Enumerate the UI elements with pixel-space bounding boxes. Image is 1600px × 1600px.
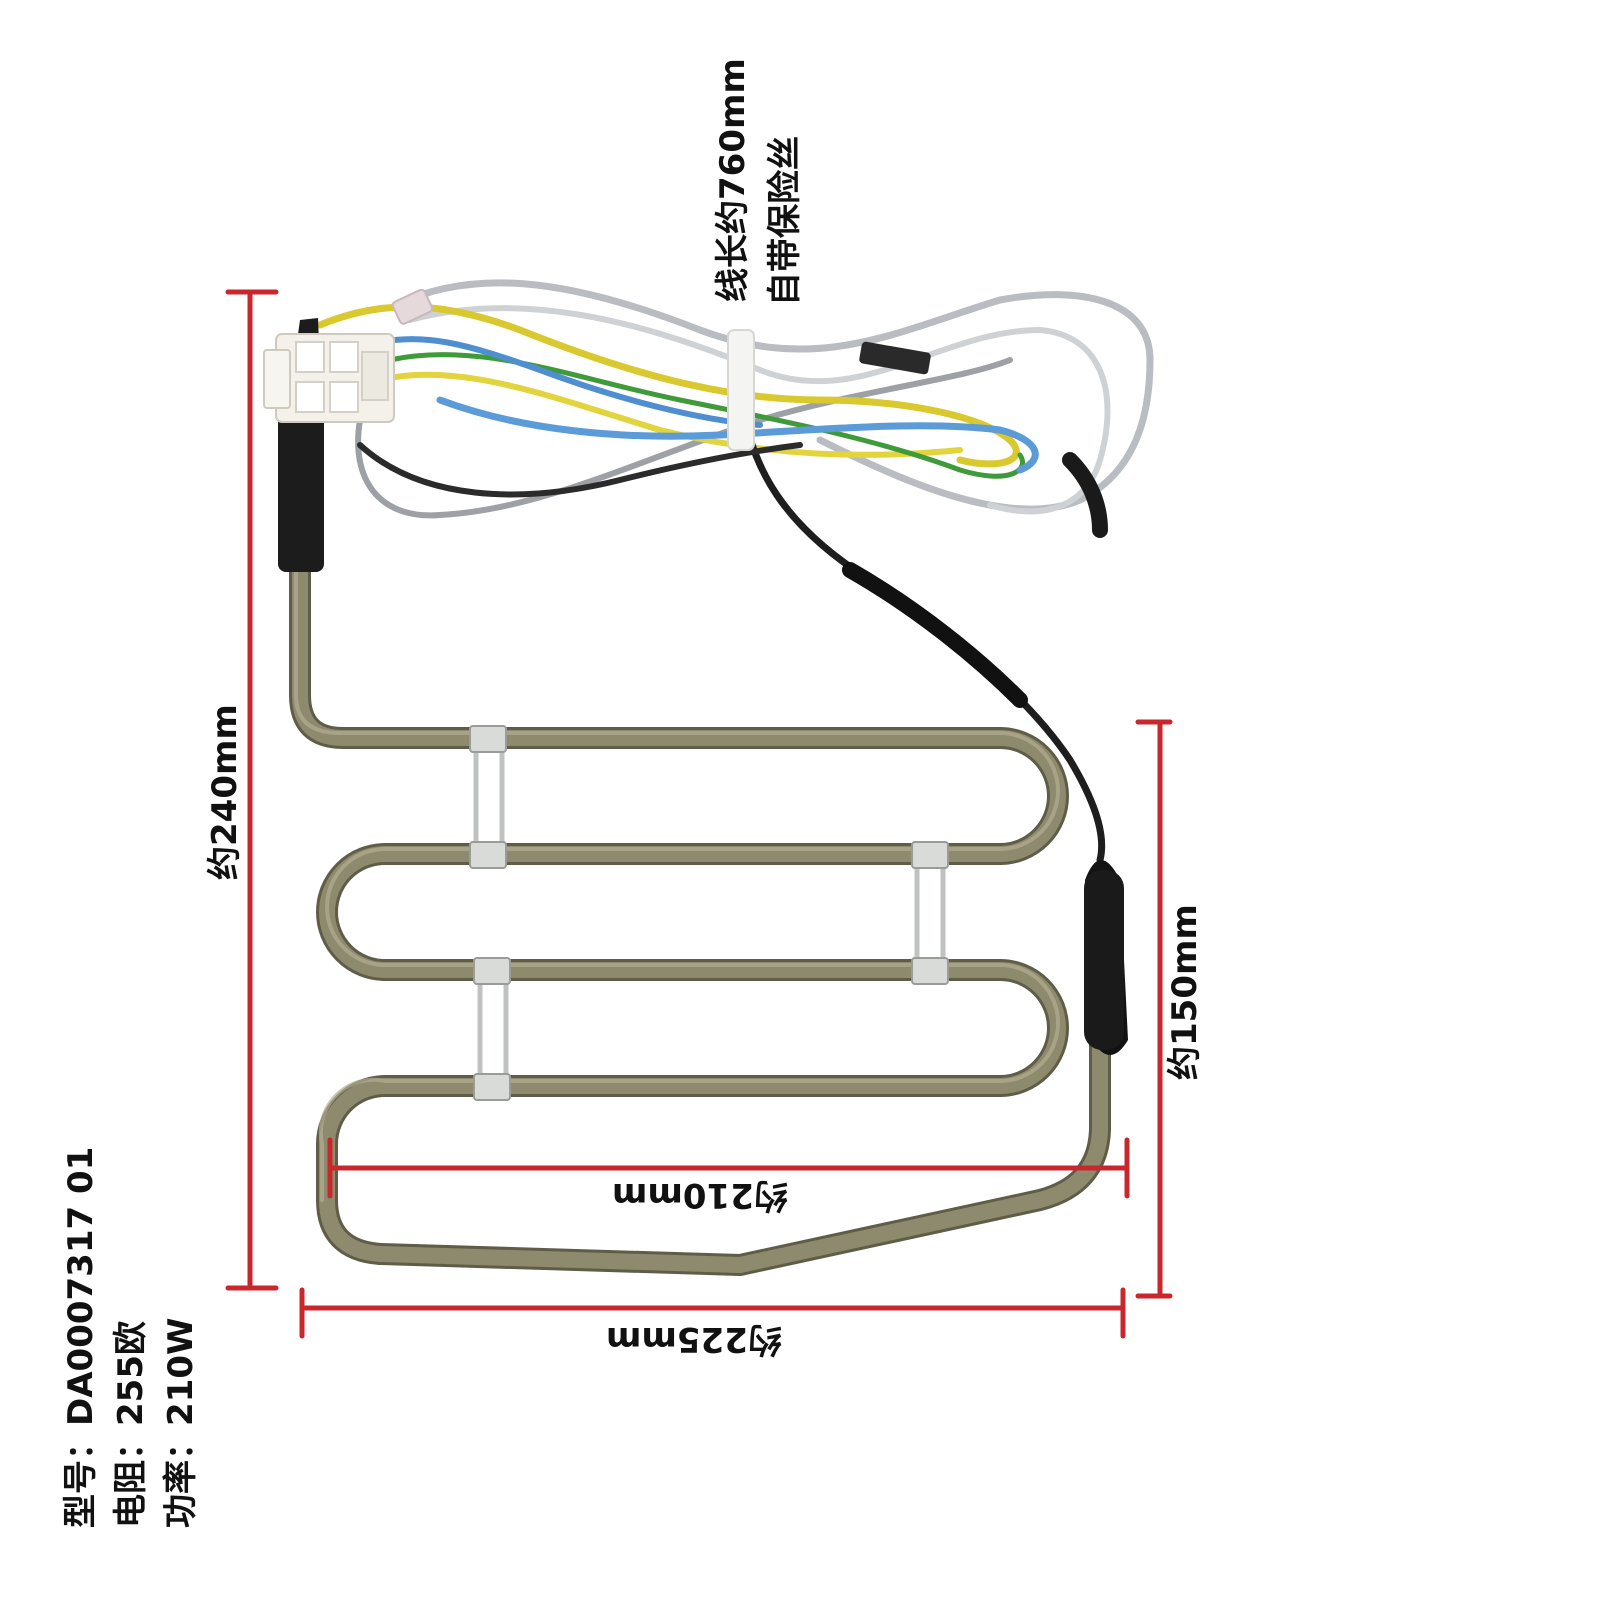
- wire-black: [357, 442, 803, 498]
- fuse-image: [1084, 860, 1128, 1055]
- spec-model-label: 型号：: [61, 1426, 101, 1528]
- heater-tube: [289, 549, 1111, 1276]
- width-inner-label: 约210mm: [612, 1175, 788, 1215]
- wire-end-cap: [1062, 452, 1108, 538]
- spec-power: 功率：210W: [161, 1317, 201, 1528]
- wire-sleeve: [859, 341, 931, 375]
- wire-sleeve-black: [842, 562, 1028, 708]
- wire-grey: [355, 357, 1013, 519]
- fuse-note-label: 自带保险丝: [765, 136, 805, 306]
- spec-power-label: 功率：: [161, 1426, 201, 1528]
- cable-tie: [727, 329, 755, 451]
- spec-power-value: 210W: [161, 1317, 201, 1426]
- wire-yellow: [377, 371, 963, 458]
- height-total-label: 约240mm: [205, 704, 245, 880]
- spec-model: 型号：DA0007317 01: [61, 1146, 101, 1528]
- tube-sleeve-left: [278, 412, 324, 572]
- spec-resistance-label: 电阻：: [111, 1426, 151, 1528]
- wiring-harness: [316, 279, 1154, 864]
- wire-sleeve: [391, 288, 434, 325]
- wire-blue: [367, 336, 763, 428]
- cable-length-label: 线长约760mm: [713, 58, 753, 302]
- wire-grey: [407, 305, 1111, 515]
- spacer-brackets: [469, 725, 949, 1101]
- spec-resistance-value: 255欧: [111, 1321, 151, 1426]
- spec-model-value: DA0007317 01: [61, 1146, 101, 1426]
- width-total-label: 约225mm: [606, 1319, 782, 1359]
- wire-yellow: [316, 303, 1020, 468]
- height-coil-label: 约150mm: [1165, 904, 1205, 1080]
- spec-resistance: 电阻：255欧: [111, 1321, 151, 1528]
- wire-blue: [436, 396, 1039, 474]
- connector-image: [263, 333, 395, 423]
- dimension-lines: [225, 289, 1173, 1339]
